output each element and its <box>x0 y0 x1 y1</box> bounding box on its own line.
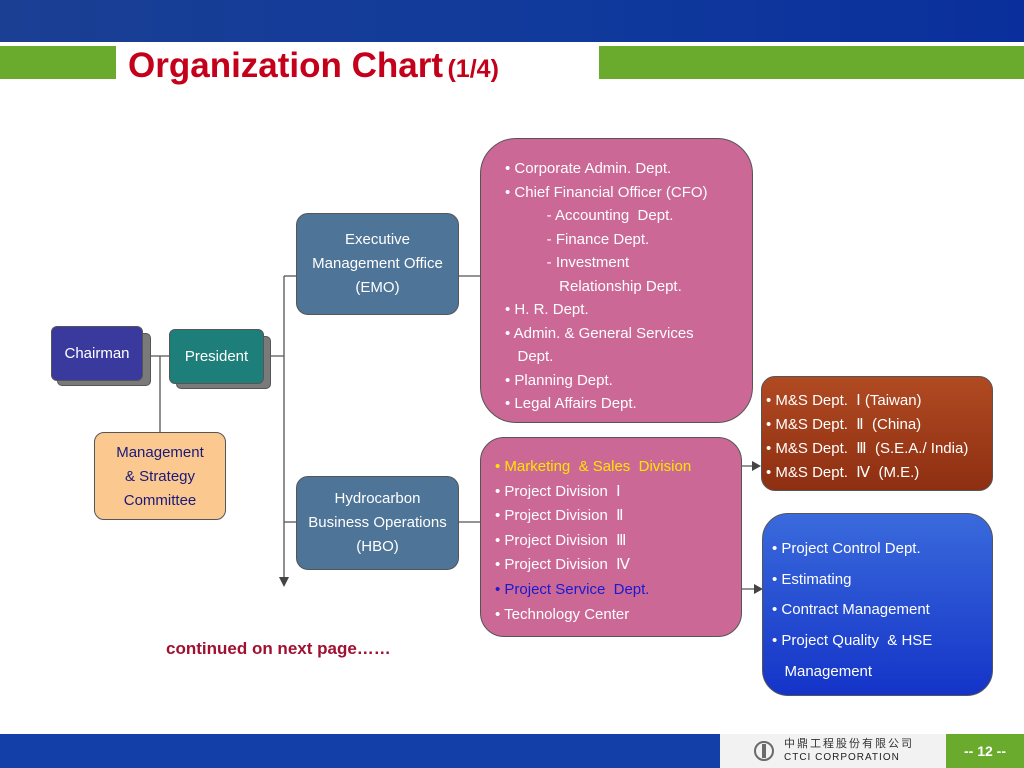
president-node: President <box>169 329 264 384</box>
page-title: Organization Chart (1/4) <box>128 44 499 95</box>
division-item: • Project Division Ⅲ <box>495 531 627 549</box>
hbo-line3: (HBO) <box>356 538 399 555</box>
trunk-arrowhead <box>279 577 289 587</box>
corp-item: - Accounting Dept. <box>505 207 674 224</box>
hbo-line1: Hydrocarbon <box>334 490 421 507</box>
title-suffix: (1/4) <box>447 55 499 83</box>
emo-line1: Executive <box>344 231 411 248</box>
company-name-en: CTCI CORPORATION <box>784 752 900 763</box>
corp-item: - Investment <box>505 254 630 271</box>
corp-item: - Finance Dept. <box>505 230 650 248</box>
psd-item: • Estimating <box>772 570 852 588</box>
corp-item: • Corporate Admin. Dept. <box>505 160 672 177</box>
continued-note: continued on next page…… <box>166 639 391 658</box>
page-number: -- 12 -- <box>946 734 1024 768</box>
ms-item: • M&S Dept. Ⅳ (M.E.) <box>766 464 920 481</box>
footer-logo-area: 中鼎工程股份有限公司 CTCI CORPORATION <box>720 734 946 768</box>
psd-item: • Contract Management <box>772 601 930 619</box>
division-item-marketing: • Marketing & Sales Division <box>495 458 692 475</box>
committee-node: Management & Strategy Committee <box>94 432 226 520</box>
corp-item: • H. R. Dept. <box>505 301 589 318</box>
committee-line2: & Strategy <box>124 468 196 485</box>
ms-depts-box: • M&S Dept. Ⅰ (Taiwan) • M&S Dept. Ⅱ (Ch… <box>761 376 993 491</box>
committee-line3: Committee <box>123 492 197 509</box>
top-blue-bar <box>0 0 1024 42</box>
hbo-divisions-box: • Marketing & Sales Division • Project D… <box>480 437 742 637</box>
title-main: Organization Chart <box>128 46 444 85</box>
psd-item: • Project Quality & HSE <box>772 632 933 650</box>
president-label: President <box>184 348 249 365</box>
corp-item: Relationship Dept. <box>505 277 682 295</box>
footer-bar <box>0 734 720 768</box>
psd-arrowhead <box>754 584 763 594</box>
ms-item: • M&S Dept. Ⅲ (S.E.A./ India) <box>766 440 969 457</box>
corp-item: • Chief Financial Officer (CFO) <box>505 183 708 201</box>
ctci-logo-icon <box>754 741 774 761</box>
company-name: 中鼎工程股份有限公司 CTCI CORPORATION <box>784 738 914 764</box>
division-item-project-service: • Project Service Dept. <box>495 580 650 598</box>
committee-line1: Management <box>116 444 204 461</box>
emo-node: Executive Management Office (EMO) <box>296 213 459 315</box>
psd-item: Management <box>772 662 873 680</box>
hbo-line2: Business Operations <box>308 514 447 531</box>
corp-item: • Admin. & General Services <box>505 324 694 342</box>
emo-line2: Management Office <box>312 255 443 272</box>
chairman-node: Chairman <box>51 326 143 381</box>
division-item: • Project Division Ⅳ <box>495 556 630 574</box>
corp-item: Dept. <box>505 348 554 365</box>
corporate-depts-box: • Corporate Admin. Dept. • Chief Financi… <box>480 138 753 423</box>
title-background <box>116 42 599 82</box>
ms-item: • M&S Dept. Ⅰ (Taiwan) <box>766 392 922 409</box>
division-item: • Technology Center <box>495 605 630 623</box>
ms-item: • M&S Dept. Ⅱ (China) <box>766 416 922 433</box>
emo-line3: (EMO) <box>355 279 400 296</box>
chairman-label: Chairman <box>64 345 130 362</box>
company-name-cn: 中鼎工程股份有限公司 <box>784 738 914 750</box>
psd-item: • Project Control Dept. <box>772 540 921 557</box>
ms-arrowhead <box>752 461 761 471</box>
corp-item: • Legal Affairs Dept. <box>505 395 637 412</box>
project-service-depts-box: • Project Control Dept. • Estimating • C… <box>762 513 993 696</box>
corp-item: • Planning Dept. <box>505 371 613 389</box>
hbo-node: Hydrocarbon Business Operations (HBO) <box>296 476 459 570</box>
division-item: • Project Division Ⅱ <box>495 507 624 525</box>
division-item: • Project Division Ⅰ <box>495 482 621 500</box>
